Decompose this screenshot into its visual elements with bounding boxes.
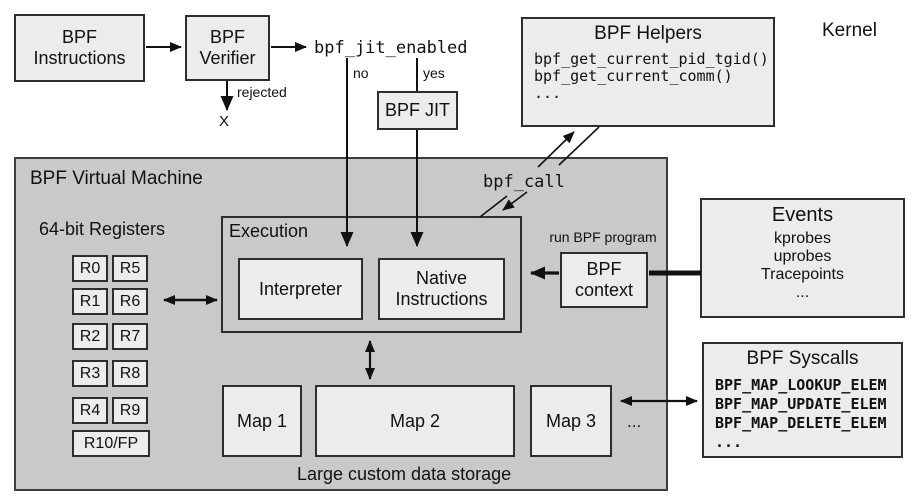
syscall-item: ... — [715, 433, 743, 451]
register-r6: R6 — [112, 288, 148, 315]
bpf-instructions-box: BPF Instructions — [14, 14, 145, 82]
bpf-helpers-panel: BPF Helpers bpf_get_current_pid_tgid() b… — [521, 17, 775, 127]
helper-item: bpf_get_current_comm() — [534, 67, 733, 85]
interpreter-box: Interpreter — [238, 258, 363, 320]
syscall-item: BPF_MAP_LOOKUP_ELEM — [715, 376, 887, 394]
rejected-label: rejected — [237, 84, 287, 100]
event-item: Tracepoints — [761, 266, 844, 283]
register-r0: R0 — [72, 255, 108, 282]
helper-item: bpf_get_current_pid_tgid() — [534, 50, 769, 68]
bpf-syscalls-panel: BPF Syscalls BPF_MAP_LOOKUP_ELEM BPF_MAP… — [702, 342, 903, 458]
register-r7: R7 — [112, 323, 148, 350]
map2-box: Map 2 — [315, 385, 515, 457]
syscall-item: BPF_MAP_DELETE_ELEM — [715, 414, 887, 432]
bpf-context-box: BPF context — [560, 252, 648, 308]
storage-caption: Large custom data storage — [297, 464, 512, 484]
event-item: kprobes — [774, 230, 831, 247]
maps-ellipsis: ... — [627, 412, 642, 431]
events-panel: Events kprobes uprobes Tracepoints ... — [700, 198, 905, 318]
bpf-syscalls-title: BPF Syscalls — [746, 348, 859, 369]
event-item: ... — [795, 284, 810, 301]
bpf-verifier-box: BPF Verifier — [185, 15, 270, 81]
register-r10-fp: R10/FP — [72, 430, 150, 457]
register-r2: R2 — [72, 323, 108, 350]
map1-box: Map 1 — [222, 385, 302, 457]
run-bpf-program-label: run BPF program — [549, 229, 657, 245]
register-r9: R9 — [112, 397, 148, 424]
register-r5: R5 — [112, 255, 148, 282]
syscall-item: BPF_MAP_UPDATE_ELEM — [715, 395, 887, 413]
bpf-call-label: bpf_call — [483, 172, 565, 192]
registers-title: 64-bit Registers — [39, 219, 166, 239]
bpf-helpers-title: BPF Helpers — [594, 23, 702, 44]
register-r3: R3 — [72, 360, 108, 387]
no-label: no — [353, 65, 369, 81]
event-item: uprobes — [773, 248, 832, 265]
register-r8: R8 — [112, 360, 148, 387]
register-r1: R1 — [72, 288, 108, 315]
register-r4: R4 — [72, 397, 108, 424]
native-instructions-box: Native Instructions — [378, 258, 505, 320]
helper-item: ... — [534, 84, 562, 102]
vm-title: BPF Virtual Machine — [30, 168, 203, 189]
bpf-jit-box: BPF JIT — [377, 91, 458, 130]
rejected-x-mark: X — [219, 113, 230, 130]
events-title: Events — [771, 204, 834, 226]
bpf-jit-enabled-label: bpf_jit_enabled — [314, 38, 468, 58]
map3-box: Map 3 — [530, 385, 612, 457]
execution-title: Execution — [229, 221, 309, 241]
yes-label: yes — [423, 65, 445, 81]
kernel-label: Kernel — [822, 20, 877, 41]
